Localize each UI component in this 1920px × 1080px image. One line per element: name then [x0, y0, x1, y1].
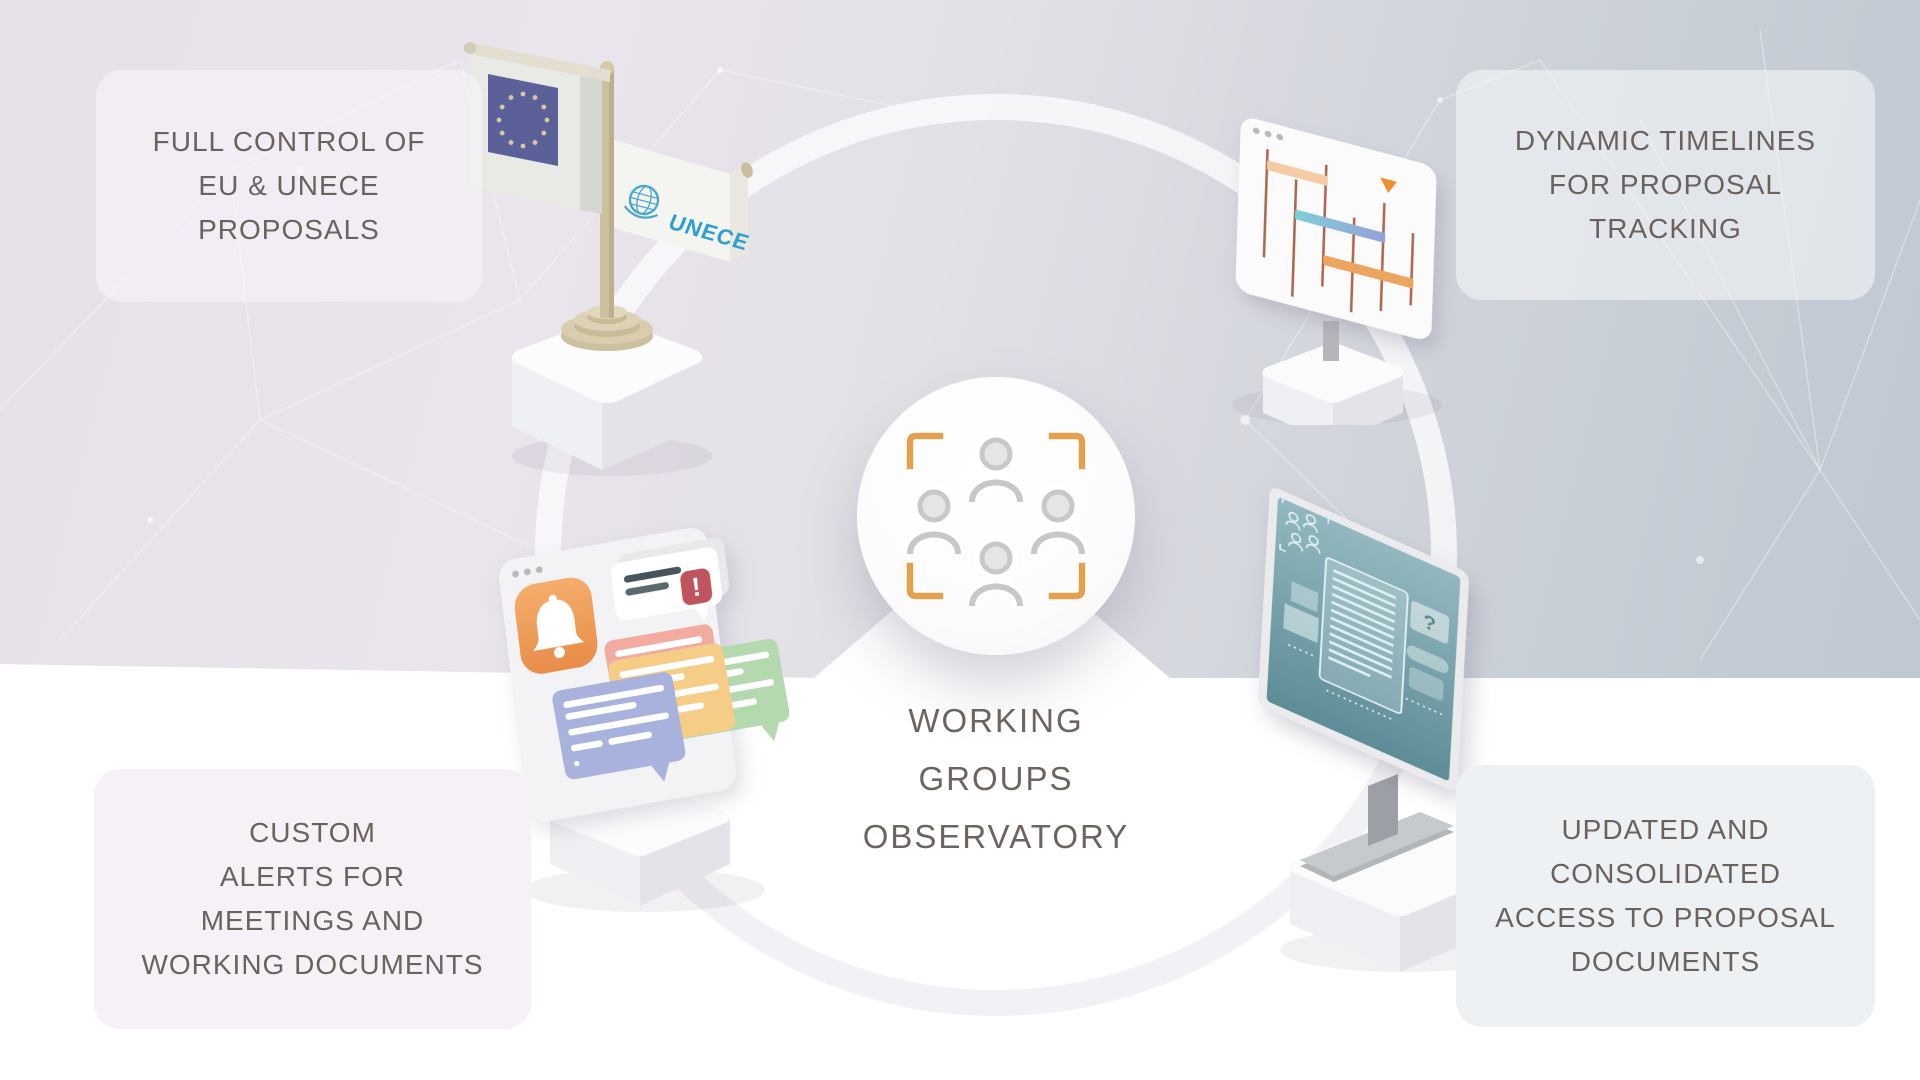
- hub-circle: [857, 377, 1135, 655]
- people-icons: [903, 431, 1089, 608]
- network-pattern: [0, 0, 1920, 700]
- feature-label: CUSTOM ALERTS FOR MEETINGS AND WORKING D…: [141, 817, 484, 980]
- keyboard-slab-top: [1300, 812, 1454, 876]
- monitor-stand: [1323, 321, 1339, 361]
- monitor-base-cube: [1262, 343, 1404, 425]
- hub-title: WORKING GROUPS OBSERVATORY: [862, 702, 1130, 855]
- unece-flag: UNECE: [614, 140, 753, 262]
- screen-people-icons: [1279, 496, 1330, 555]
- notification-card: !: [611, 537, 730, 621]
- people-focus-icon: [903, 431, 1089, 608]
- eu-flag-stars: [496, 91, 550, 149]
- gantt-marker-icon: [1380, 177, 1397, 194]
- alert-badge: !: [680, 568, 713, 606]
- documents-monitor-illustration: ?: [1257, 488, 1530, 972]
- window-dots-icon: [512, 566, 543, 578]
- eu-flag-blue-field: [488, 74, 558, 166]
- feature-box-dynamic-timelines: DYNAMIC TIMELINES FOR PROPOSAL TRACKING: [1456, 70, 1875, 300]
- screen-side-shapes: ?: [1283, 581, 1450, 721]
- un-emblem-icon: [623, 184, 660, 219]
- gantt-timeline-monitor-illustration: [1232, 118, 1442, 425]
- chat-bubble-blue: [552, 672, 686, 782]
- bell-icon: [533, 594, 585, 659]
- eu-flag: [470, 54, 602, 214]
- documents-screen: ?: [1257, 488, 1470, 790]
- eu-unece-flags-illustration: UNECE: [464, 42, 753, 476]
- focus-brackets-icon: [906, 432, 1086, 600]
- flag-pole: [600, 61, 614, 318]
- feature-label: DYNAMIC TIMELINES FOR PROPOSAL TRACKING: [1514, 125, 1817, 244]
- monitor-neck: [1368, 774, 1398, 846]
- feature-label: UPDATED AND CONSOLIDATED ACCESS TO PROPO…: [1495, 814, 1836, 977]
- chat-bubbles: [552, 624, 790, 782]
- flag-crossbar: [464, 42, 610, 82]
- feature-label: FULL CONTROL OF EU & UNECE PROPOSALS: [152, 126, 426, 245]
- alert-exclamation: !: [690, 571, 702, 602]
- alerts-chat-window-illustration: !: [499, 528, 790, 912]
- screen-document: [1318, 557, 1409, 715]
- feature-box-full-control: FULL CONTROL OF EU & UNECE PROPOSALS: [96, 70, 482, 302]
- feature-box-consolidated-access: UPDATED AND CONSOLIDATED ACCESS TO PROPO…: [1456, 765, 1875, 1027]
- flag-base-cube: [511, 320, 703, 470]
- feature-box-custom-alerts: CUSTOM ALERTS FOR MEETINGS AND WORKING D…: [94, 769, 531, 1029]
- question-bubble: ?: [1423, 610, 1437, 637]
- window-dots-icon: [1252, 127, 1284, 141]
- notification-tail: [693, 603, 710, 621]
- gantt-screen: [1235, 118, 1437, 339]
- gantt-bars: [1266, 160, 1414, 289]
- bell-tile: [514, 577, 598, 674]
